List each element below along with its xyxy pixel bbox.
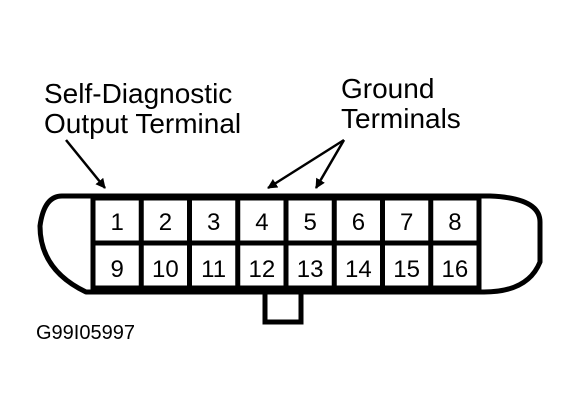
terminal-11: 11	[201, 256, 226, 283]
diagnostic-arrow	[65, 139, 106, 189]
terminal-7: 7	[400, 209, 413, 236]
self-diagnostic-line-2: Output Terminal	[44, 108, 242, 139]
ground-terminals-label: Ground Terminals	[341, 74, 461, 134]
terminal-10: 10	[152, 256, 179, 283]
terminal-14: 14	[345, 256, 372, 283]
ground-line-2: Terminals	[341, 103, 461, 134]
terminal-9: 9	[110, 256, 123, 283]
terminal-8: 8	[448, 209, 461, 236]
terminal-15: 15	[393, 256, 420, 283]
ground-arrow-pin5	[314, 139, 346, 189]
terminal-6: 6	[352, 209, 365, 236]
terminal-5: 5	[303, 209, 316, 236]
self-diagnostic-line-1: Self-Diagnostic	[44, 78, 233, 109]
terminal-12: 12	[249, 256, 276, 283]
figure-code: G99I05997	[36, 322, 135, 344]
terminal-1: 1	[110, 209, 123, 236]
ground-line-1: Ground	[341, 73, 435, 104]
self-diagnostic-output-terminal-label: Self-Diagnostic Output Terminal	[44, 79, 241, 139]
terminal-4: 4	[255, 209, 268, 236]
terminal-3: 3	[207, 209, 220, 236]
ground-arrow-pin4	[267, 138, 345, 190]
terminal-2: 2	[159, 209, 172, 236]
terminal-16: 16	[442, 256, 469, 283]
connector-lock-tab	[262, 292, 304, 325]
connector-housing	[37, 193, 543, 295]
terminal-13: 13	[297, 256, 324, 283]
